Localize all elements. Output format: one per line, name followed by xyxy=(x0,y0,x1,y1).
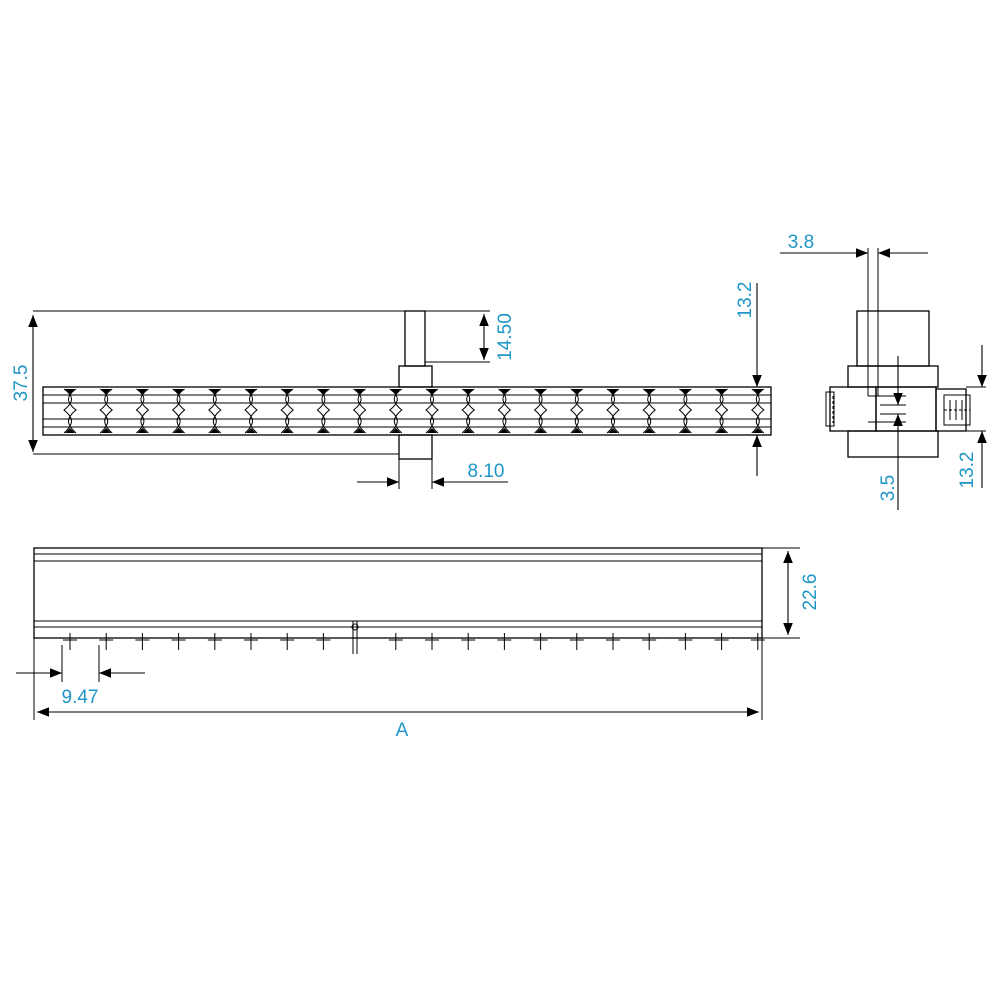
terminal-tick xyxy=(316,633,331,650)
label-side-top-width: 3.8 xyxy=(788,232,814,253)
label-front-height: 22.6 xyxy=(800,574,821,611)
label-pitch: 9.47 xyxy=(62,687,99,708)
terminal-tick xyxy=(642,633,657,650)
dimension-stud-width: 8.10 xyxy=(357,459,508,489)
terminal-tick xyxy=(533,633,548,650)
label-side-gap: 3.5 xyxy=(878,475,899,501)
terminal-clamp xyxy=(388,388,403,434)
label-side-right-height: 13.2 xyxy=(957,452,978,489)
terminal-tick xyxy=(750,633,765,650)
terminal-clamp xyxy=(533,388,548,434)
terminal-clamp xyxy=(606,388,620,434)
terminal-tick xyxy=(714,633,729,650)
label-stud-width: 8.10 xyxy=(468,461,505,482)
terminal-clamp xyxy=(352,388,367,434)
terminal-tick xyxy=(388,633,403,650)
terminal-clamp xyxy=(316,388,331,434)
dimension-side-right-height: 13.2 xyxy=(957,345,987,489)
terminal-tick xyxy=(606,633,620,650)
terminal-tick xyxy=(461,633,476,650)
label-stud-height: 14.50 xyxy=(495,313,516,361)
side-view xyxy=(825,310,971,458)
terminal-ticks xyxy=(63,633,765,650)
terminal-tick xyxy=(63,633,77,650)
terminal-tick xyxy=(99,633,114,650)
label-overall-length: A xyxy=(396,720,409,741)
terminal-tick xyxy=(678,633,693,650)
dimension-overall-length: A xyxy=(33,638,763,741)
dimension-side-top-width: 3.8 xyxy=(780,232,928,396)
terminal-tick xyxy=(244,633,258,650)
terminal-tick xyxy=(207,633,222,650)
dimension-right-height: 13.2 xyxy=(735,282,762,476)
terminal-clamp xyxy=(135,388,150,434)
terminal-clamp xyxy=(171,388,186,434)
terminal-tick xyxy=(135,633,150,650)
terminal-tick xyxy=(280,633,295,650)
terminal-clamp xyxy=(280,388,295,434)
terminal-clamp xyxy=(244,388,258,434)
dimension-total-height: 37.5 xyxy=(11,310,405,455)
dimension-pitch: 9.47 xyxy=(16,645,145,708)
terminal-clamp xyxy=(461,388,476,434)
terminal-clamp xyxy=(750,388,765,434)
terminal-clamp xyxy=(207,388,222,434)
dimension-stud-height: 14.50 xyxy=(425,310,516,363)
terminal-clamp xyxy=(569,388,584,434)
terminal-tick xyxy=(171,633,186,650)
terminal-tick xyxy=(569,633,584,650)
terminal-clamp xyxy=(714,388,729,434)
terminal-tick xyxy=(497,633,512,650)
terminal-clamp xyxy=(642,388,657,434)
label-right-height: 13.2 xyxy=(735,282,756,319)
dimension-front-height: 22.6 xyxy=(762,547,821,639)
terminal-clamp xyxy=(99,388,114,434)
terminal-clamp xyxy=(678,388,693,434)
dimension-side-gap: 3.5 xyxy=(878,356,906,510)
terminal-clamp xyxy=(63,388,77,434)
terminal-clamps xyxy=(63,388,765,434)
terminal-tick xyxy=(425,633,439,650)
top-view xyxy=(42,310,772,460)
terminal-clamp xyxy=(425,388,439,434)
label-total-height: 37.5 xyxy=(11,365,32,402)
terminal-clamp xyxy=(497,388,512,434)
front-view xyxy=(33,547,765,654)
